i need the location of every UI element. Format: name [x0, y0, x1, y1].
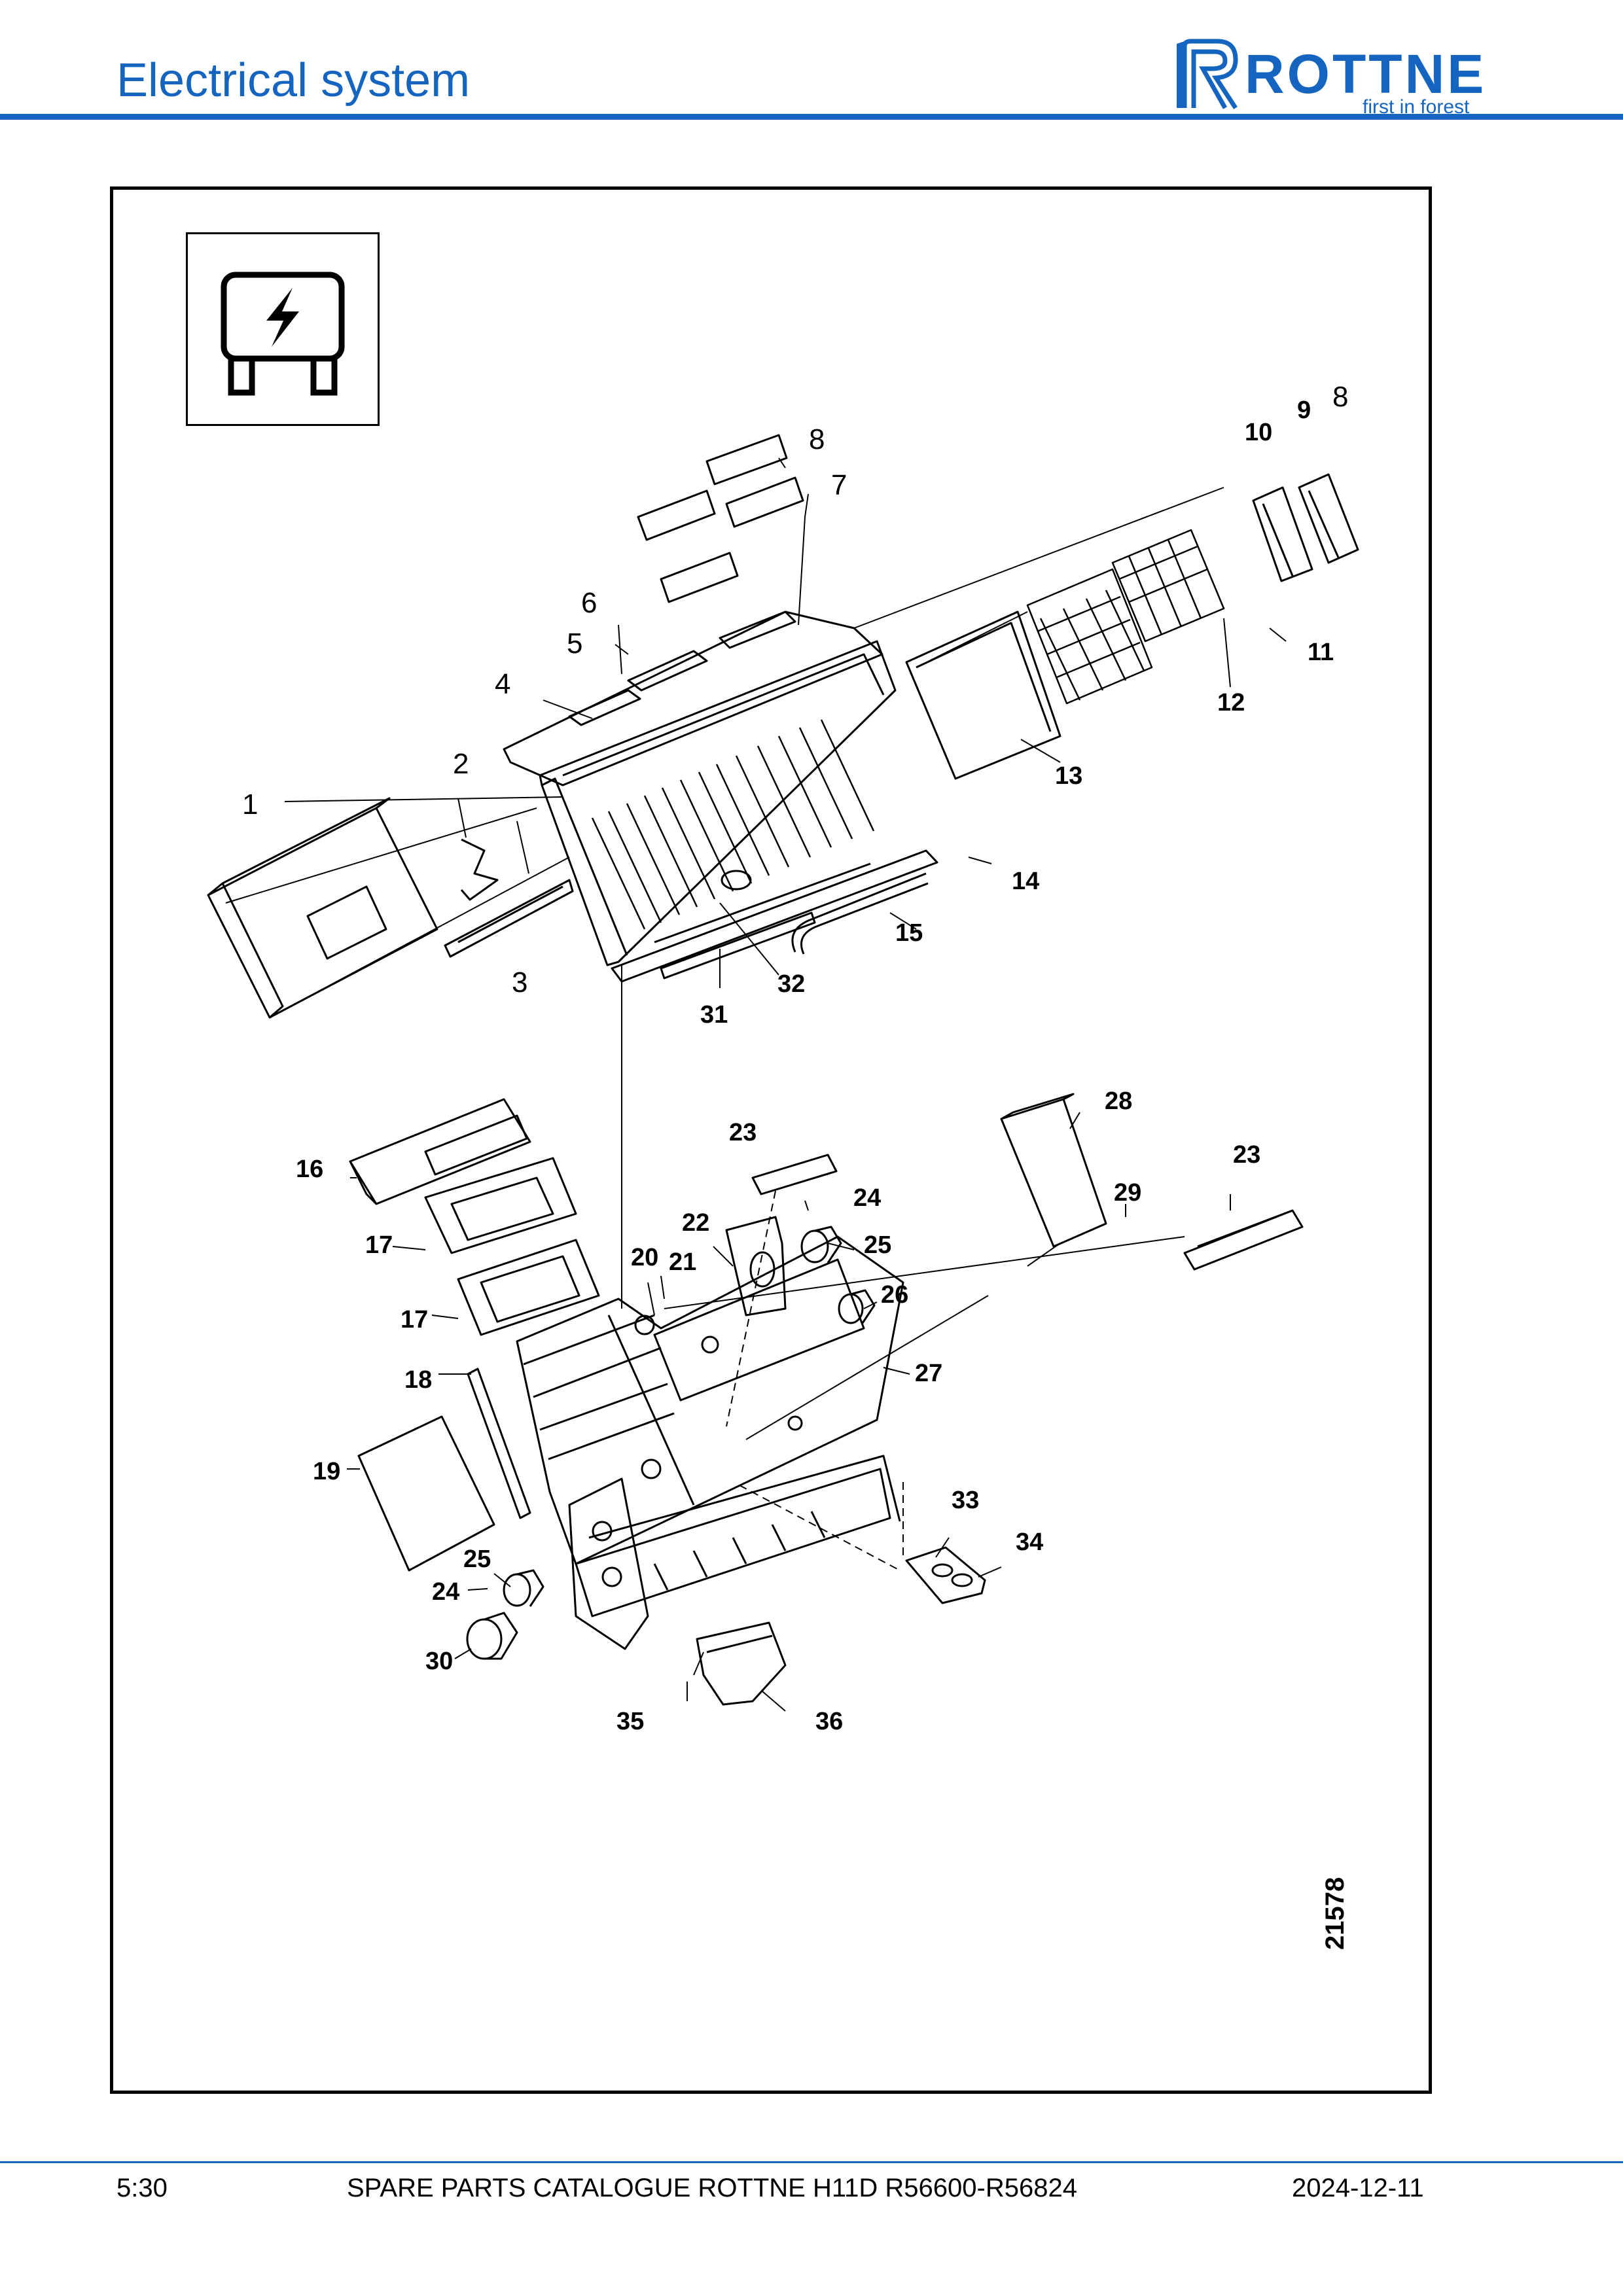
cable-gland-30: [466, 1618, 503, 1660]
fuse-icon: [221, 272, 345, 396]
cover-plate-19: [357, 1415, 495, 1572]
callout-14: 14: [1012, 868, 1040, 895]
publish-date: 2024-12-11: [1292, 2174, 1424, 2202]
cable-gland-26: [838, 1293, 864, 1324]
callout-24-bottom: 24: [432, 1578, 460, 1606]
callout-36: 36: [815, 1708, 844, 1735]
callout-7: 7: [831, 469, 847, 501]
callout-25-right: 25: [864, 1231, 892, 1259]
callout-12: 12: [1217, 689, 1245, 716]
din-rail-center: [751, 1154, 838, 1195]
callout-27: 27: [915, 1360, 943, 1387]
cable-channel: [791, 872, 927, 953]
exploded-parts-drawing: [207, 434, 1359, 1712]
callout-20: 20: [631, 1244, 659, 1271]
callout-16: 16: [296, 1156, 324, 1183]
callout-23-center: 23: [729, 1119, 757, 1146]
callout-32: 32: [777, 970, 806, 998]
page-title: Electrical system: [116, 54, 471, 107]
callout-29: 29: [1114, 1179, 1142, 1207]
callout-4: 4: [495, 668, 511, 700]
cable-gland-25a: [503, 1573, 531, 1607]
callout-35: 35: [616, 1708, 645, 1735]
callout-11: 11: [1308, 639, 1334, 666]
cover-plate: [905, 610, 1061, 780]
callout-10: 10: [1245, 419, 1273, 446]
relay-7b: [725, 476, 804, 528]
connector-36: [696, 1621, 787, 1706]
rottne-logo-mark: [1177, 39, 1238, 109]
callout-28: 28: [1105, 1087, 1133, 1115]
catalogue-title: SPARE PARTS CATALOGUE ROTTNE H11D R56600…: [347, 2174, 1077, 2202]
drawing-number: 21578: [1321, 1877, 1349, 1950]
module-housing-28: [1000, 1098, 1107, 1248]
callout-13: 13: [1055, 762, 1083, 790]
rottne-logo: ROTTNE first in forest: [1171, 36, 1512, 118]
callout-18: 18: [404, 1366, 433, 1394]
electronic-box-1: [207, 807, 438, 1019]
section-icon-box: [186, 232, 380, 426]
bottom-flange: [611, 849, 938, 983]
callout-17a: 17: [365, 1231, 393, 1259]
relay-7a: [637, 489, 716, 541]
callout-3: 3: [512, 966, 528, 998]
callout-31: 31: [700, 1001, 728, 1029]
callout-26: 26: [881, 1281, 909, 1309]
relay-8: [705, 434, 788, 486]
callout-19: 19: [313, 1458, 341, 1485]
callout-8-top: 8: [809, 423, 825, 455]
page-number: 5:30: [116, 2174, 168, 2202]
din-rail-right: [1183, 1209, 1304, 1271]
lower-frame: [516, 1235, 904, 1565]
relay-7c: [660, 552, 739, 603]
mounting-plate-34: [905, 1546, 986, 1604]
din-rail-bottom: [660, 911, 816, 980]
diagram-frame: [110, 186, 1432, 2094]
controller-17b: [457, 1239, 600, 1336]
callout-25-left: 25: [463, 1545, 491, 1573]
callout-21: 21: [669, 1248, 697, 1276]
fuse-holder-10: [1252, 486, 1313, 582]
callout-9: 9: [1297, 397, 1311, 424]
callout-8-right: 8: [1332, 381, 1349, 413]
callout-24-top: 24: [853, 1184, 882, 1212]
footer-rule: [0, 2161, 1623, 2163]
brand-name: ROTTNE: [1245, 43, 1487, 105]
callout-34: 34: [1016, 1528, 1044, 1556]
callout-6: 6: [581, 587, 597, 619]
tray-bottom: [575, 1468, 891, 1617]
callout-17b: 17: [401, 1306, 429, 1333]
callout-1: 1: [242, 788, 259, 821]
callout-2: 2: [453, 748, 469, 780]
header-rule: [0, 114, 1623, 120]
cable-gland-25b: [800, 1229, 829, 1263]
controller-17a: [424, 1157, 577, 1254]
callout-23-right: 23: [1233, 1141, 1261, 1169]
callout-30: 30: [425, 1648, 454, 1675]
callout-22: 22: [682, 1209, 710, 1237]
din-rail-left: [444, 879, 574, 958]
controller-16: [349, 1098, 531, 1205]
callout-5: 5: [567, 627, 583, 660]
fuse-holder-9: [1298, 473, 1359, 564]
bracket-2: [460, 838, 499, 901]
callout-33: 33: [952, 1487, 980, 1514]
callout-15: 15: [895, 919, 923, 947]
